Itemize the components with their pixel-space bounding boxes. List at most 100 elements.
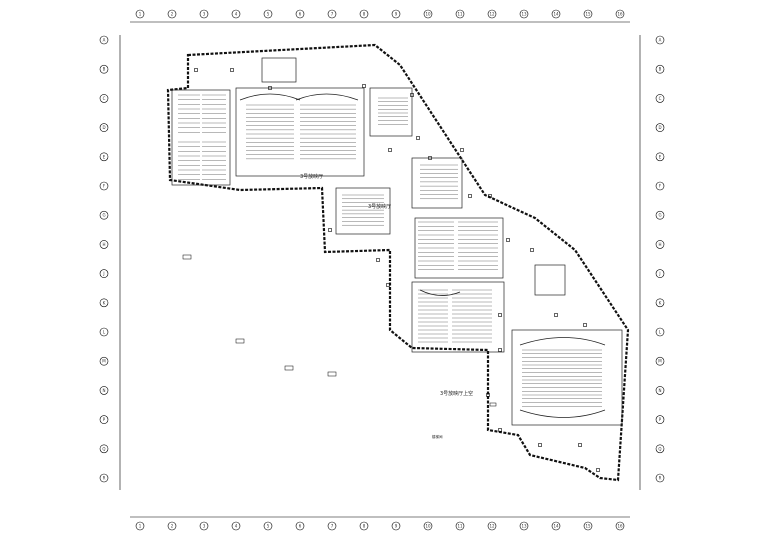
grid-bubble-label: 1 xyxy=(139,524,142,529)
grid-bubble-label: 10 xyxy=(425,524,431,529)
grid-bubble xyxy=(135,9,145,19)
grid-bubble-label: 3 xyxy=(203,524,206,529)
grid-bubble xyxy=(99,35,109,45)
grid-bubble-label: 6 xyxy=(299,12,302,17)
grid-bubble xyxy=(263,521,273,531)
grid-bubble xyxy=(655,64,665,74)
grid-bubble-label: C xyxy=(659,96,662,101)
grid-bubble xyxy=(655,444,665,454)
column-marker xyxy=(498,348,502,352)
grid-bubble xyxy=(99,386,109,395)
hall-label-upper: 3号放映厅 xyxy=(300,173,323,180)
grid-bubble xyxy=(655,240,665,249)
grid-bubble-label: R xyxy=(103,476,106,481)
column-marker xyxy=(376,258,380,262)
grid-bubble-label: D xyxy=(658,125,661,130)
grid-bubble xyxy=(327,521,337,531)
grid-bubble-label: 1 xyxy=(139,12,142,17)
column-marker xyxy=(554,313,558,317)
grid-bubble xyxy=(295,9,305,19)
column-marker xyxy=(498,428,502,432)
grid-bubble-label: F xyxy=(103,184,106,189)
column-marker xyxy=(194,68,198,72)
grid-bubble-label: 14 xyxy=(553,12,559,17)
grid-bubble xyxy=(99,269,109,278)
grid-bubble-label: J xyxy=(102,271,104,276)
grid-bubble-label: Q xyxy=(102,446,105,451)
column-marker xyxy=(428,156,432,160)
grid-bubble xyxy=(655,94,665,103)
grid-bubble xyxy=(655,123,665,132)
grid-bubble-label: 8 xyxy=(363,12,366,17)
grid-bubble-label: 9 xyxy=(395,524,398,529)
grid-bubble xyxy=(231,521,241,531)
grid-bubble-label: N xyxy=(659,388,662,393)
grid-bubble-label: K xyxy=(103,300,106,305)
column-marker xyxy=(362,84,366,88)
atrium-label: 3号放映厅上空 xyxy=(440,390,473,397)
grid-bubble-label: R xyxy=(659,476,662,481)
grid-bubble-label: 8 xyxy=(363,524,366,529)
grid-bubble-label: 15 xyxy=(585,524,591,529)
grid-bubble-label: 7 xyxy=(331,12,334,17)
grid-bubble-label: L xyxy=(103,330,106,335)
grid-bubble xyxy=(615,9,625,19)
column-marker xyxy=(386,283,390,287)
column-marker xyxy=(388,148,392,152)
grid-bubble xyxy=(551,521,561,531)
grid-bubble xyxy=(655,181,665,191)
grid-bubble-label: H xyxy=(102,242,105,247)
grid-bubble xyxy=(391,521,401,531)
grid-bubble-label: D xyxy=(102,125,105,130)
grid-bubble-label: A xyxy=(659,38,662,43)
grid-bubble xyxy=(99,444,109,454)
grid-bubble-label: 5 xyxy=(267,524,270,529)
column-marker xyxy=(460,148,464,152)
grid-bubble xyxy=(519,521,529,531)
grid-bubble xyxy=(199,521,209,531)
building-outline xyxy=(166,43,630,482)
grid-bubble xyxy=(99,64,109,74)
grid-bubble xyxy=(99,181,109,191)
grid-bubble-label: E xyxy=(103,154,106,159)
column-marker xyxy=(488,194,492,198)
grid-bubble-label: E xyxy=(659,154,662,159)
grid-bubble-label: 2 xyxy=(171,12,174,17)
grid-bubble xyxy=(551,9,561,19)
grid-bubble xyxy=(231,9,241,19)
grid-bubble xyxy=(655,327,665,337)
interior-walls xyxy=(171,57,623,426)
grid-bubble xyxy=(487,521,497,531)
grid-bubble-label: 7 xyxy=(331,524,334,529)
grid-bubble xyxy=(391,9,401,19)
grid-bubble-label: A xyxy=(103,38,106,43)
grid-bubble xyxy=(423,9,433,19)
grid-bubble xyxy=(167,9,177,19)
grid-bubble-label: 16 xyxy=(617,12,623,17)
grid-bubble-label: F xyxy=(659,184,662,189)
grid-bubble-label: 12 xyxy=(489,524,495,529)
grid-bubble xyxy=(455,521,465,531)
grid-bubble-label: P xyxy=(659,417,662,422)
column-marker xyxy=(410,93,414,97)
grid-bubble xyxy=(359,521,369,531)
grid-bubble-label: C xyxy=(103,96,106,101)
grid-bubble xyxy=(135,521,145,531)
grid-bubble-label: 2 xyxy=(171,524,174,529)
grid-bubble xyxy=(263,9,273,19)
grid-bubble-label: 12 xyxy=(489,12,495,17)
grid-bubble xyxy=(455,9,465,19)
auditorium-seating xyxy=(178,94,602,407)
grid-bubble xyxy=(99,123,109,132)
grid-bubble xyxy=(99,240,109,249)
grid-bubble-label: 13 xyxy=(521,12,527,17)
grid-bubble xyxy=(655,473,665,483)
grid-bubble xyxy=(519,9,529,19)
grid-bubble-label: B xyxy=(103,67,106,72)
grid-bubble xyxy=(655,386,665,395)
grid-bubble xyxy=(655,210,665,220)
grid-bubble xyxy=(583,521,593,531)
tag-boxes xyxy=(182,254,497,407)
